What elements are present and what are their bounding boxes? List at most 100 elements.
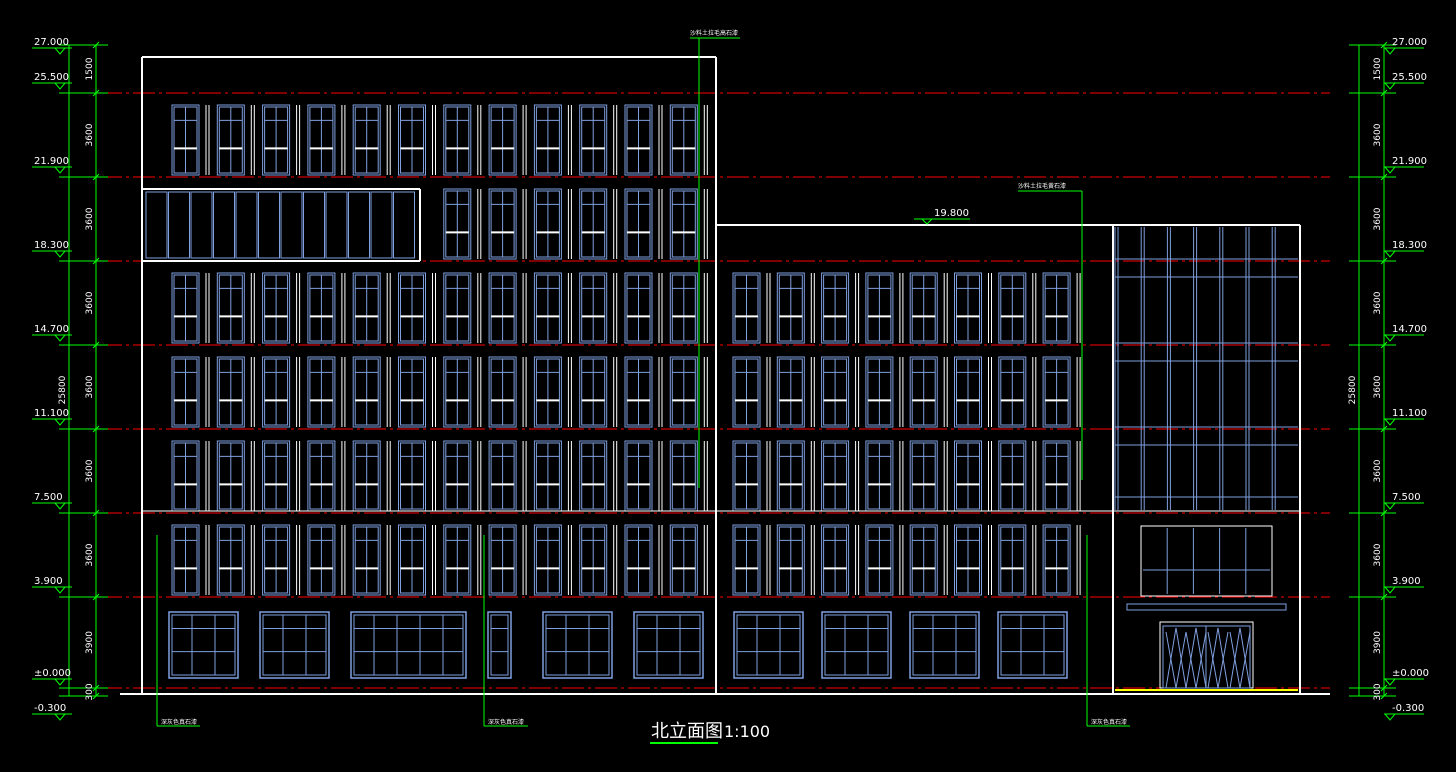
window xyxy=(216,104,245,176)
window-frame xyxy=(262,104,291,176)
window-frame xyxy=(669,524,698,596)
window-frame xyxy=(262,356,291,428)
level-label-left: 27.000 xyxy=(34,37,69,48)
door-swing xyxy=(1185,631,1207,689)
note-bottom-left: 深灰色真石漆 xyxy=(161,718,197,726)
window-frame xyxy=(307,104,336,176)
window xyxy=(398,272,426,344)
level-marker xyxy=(54,678,66,686)
window-frame xyxy=(216,104,245,176)
level-marker xyxy=(54,502,66,510)
dim-tick xyxy=(1380,173,1388,181)
storefront-frame xyxy=(350,611,467,679)
door-swing xyxy=(1207,627,1229,689)
dim-tick xyxy=(92,593,100,601)
window xyxy=(865,440,894,512)
material-note-bottom-mid: 深灰色真石漆 xyxy=(483,535,528,727)
window-frame xyxy=(579,356,608,428)
window xyxy=(352,272,381,344)
storefront-inner xyxy=(636,614,701,676)
floor-dim-label: 3600 xyxy=(1373,207,1383,230)
window-frame xyxy=(352,104,381,176)
window-frame xyxy=(443,356,472,428)
dim-tick xyxy=(1380,425,1388,433)
window-frame xyxy=(954,524,982,596)
window-frame xyxy=(307,272,336,344)
window xyxy=(443,272,472,344)
window-frame xyxy=(488,356,517,428)
level-label-right: 11.100 xyxy=(1392,408,1427,419)
window xyxy=(865,272,894,344)
level-label-right: 3.900 xyxy=(1392,576,1421,587)
window xyxy=(443,356,472,428)
window xyxy=(776,272,805,344)
level-label-left: 7.500 xyxy=(34,492,63,503)
window-frame xyxy=(171,104,200,176)
door-swing xyxy=(1165,627,1187,689)
storefront-window xyxy=(909,611,980,679)
storefront-window xyxy=(633,611,704,679)
window-frame xyxy=(216,524,245,596)
window xyxy=(488,524,517,596)
window-frame xyxy=(171,356,200,428)
roof-level-mark: 19.800 xyxy=(914,208,970,225)
level-marker xyxy=(1384,82,1396,90)
drawing-title-block: 北立面图 1:100 xyxy=(650,721,770,744)
storefront-frame xyxy=(168,611,239,679)
storefront-frame xyxy=(633,611,704,679)
window-frame xyxy=(443,188,472,260)
window xyxy=(488,272,517,344)
level-label-left: 21.900 xyxy=(34,156,69,167)
window-frame xyxy=(216,356,245,428)
curtain-panel xyxy=(145,191,168,259)
window xyxy=(954,524,982,596)
dim-tick xyxy=(1380,684,1388,692)
window xyxy=(954,440,982,512)
storefront-frame xyxy=(821,611,892,679)
window xyxy=(579,188,608,260)
dim-tick xyxy=(92,257,100,265)
level-label-left: -0.300 xyxy=(34,703,66,714)
level-label-right: 18.300 xyxy=(1392,240,1427,251)
window xyxy=(909,272,938,344)
window-frame xyxy=(171,524,200,596)
level-marker xyxy=(54,47,66,55)
level-label-right: 27.000 xyxy=(1392,37,1427,48)
window xyxy=(776,524,805,596)
floor-dim-label: 3600 xyxy=(85,291,95,314)
window xyxy=(821,272,850,344)
window-frame xyxy=(579,104,608,176)
window-frame xyxy=(669,188,698,260)
window-frame xyxy=(488,272,517,344)
window-frame xyxy=(865,524,894,596)
window xyxy=(669,440,698,512)
window-frame xyxy=(533,188,562,260)
level-marker xyxy=(54,166,66,174)
floor-dim-label: 3600 xyxy=(1373,459,1383,482)
curtain-panel xyxy=(370,191,393,259)
material-note-top-main: 沙料土拉毛高石漆 xyxy=(690,29,740,488)
storefront-window xyxy=(997,611,1068,679)
storefront-window xyxy=(542,611,613,679)
level-marker xyxy=(54,250,66,258)
window-frame xyxy=(262,272,291,344)
window xyxy=(1042,356,1071,428)
window xyxy=(307,524,336,596)
curtain-panel xyxy=(325,191,348,259)
window xyxy=(624,104,653,176)
window xyxy=(669,188,698,260)
window xyxy=(171,524,200,596)
window xyxy=(1042,440,1071,512)
window-frame xyxy=(909,272,938,344)
floor-dim-label: 3600 xyxy=(85,207,95,230)
curtain-panel xyxy=(258,191,280,259)
window xyxy=(262,356,291,428)
floor-dim-label: 3600 xyxy=(1373,375,1383,398)
window-frame xyxy=(669,104,698,176)
window xyxy=(352,104,381,176)
window xyxy=(533,440,562,512)
window-frame xyxy=(488,104,517,176)
window-frame xyxy=(1042,524,1071,596)
window xyxy=(216,524,245,596)
total-dim-label: 25800 xyxy=(58,375,68,404)
